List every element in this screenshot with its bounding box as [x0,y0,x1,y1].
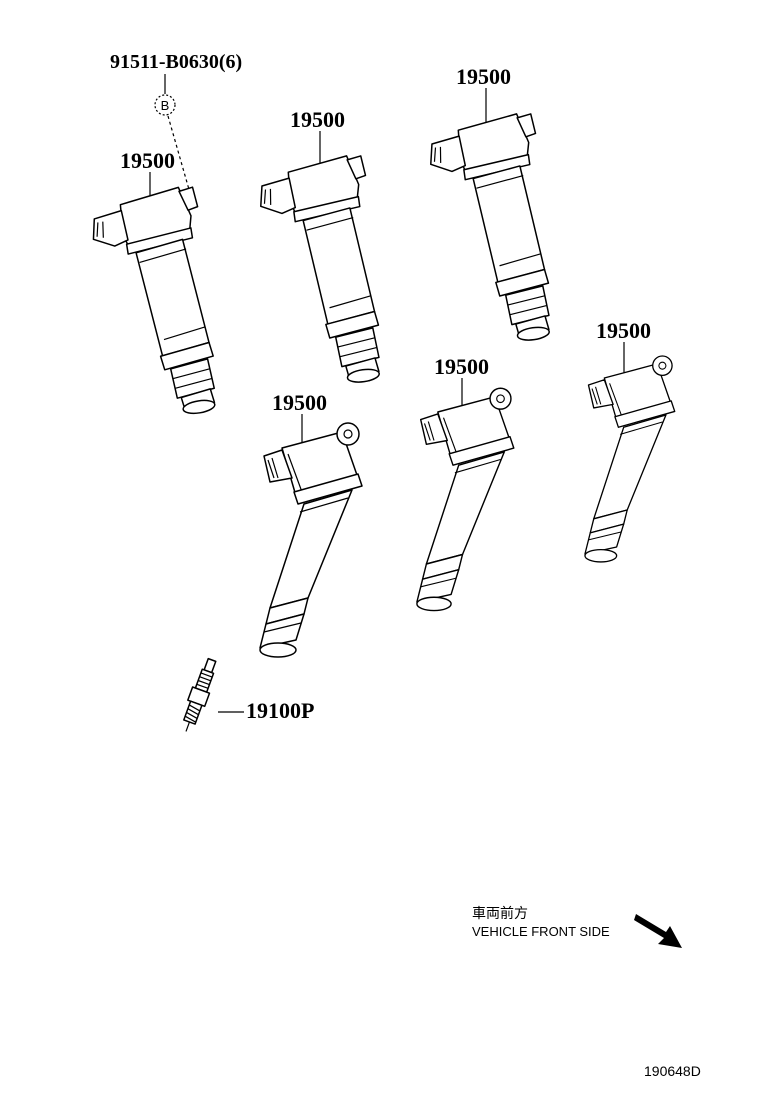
ignition-coil-3 [424,110,565,352]
arrow-down-right-icon [634,914,682,948]
bolt-dashed-leader [167,115,193,201]
ignition-coil-2 [254,152,395,394]
ignition-coil-5 [416,387,515,612]
ignition-coil-1 [86,184,231,426]
ignition-coil-4 [259,422,363,658]
coil-2-part-number: 19500 [290,107,345,132]
coil-1-part-number: 19500 [120,148,175,173]
bolt-reference-letter: B [161,98,170,113]
coil-3-part-number: 19500 [456,64,511,89]
bolt-reference-circle [154,94,176,116]
coil-5-part-number: 19500 [434,354,489,379]
coil-4-part-number: 19500 [272,390,327,415]
spark-plug-part-number: 19100P [246,698,314,723]
figure-id: 190648D [644,1063,701,1079]
vehicle-front-label-en: VEHICLE FRONT SIDE [472,924,610,939]
vehicle-front-label-jp: 車両前方 [472,905,528,921]
spark-plug [183,657,217,732]
coil-6-part-number: 19500 [596,318,651,343]
ignition-coil-6 [584,355,676,563]
bolt-part-number: 91511-B0630(6) [110,51,242,73]
